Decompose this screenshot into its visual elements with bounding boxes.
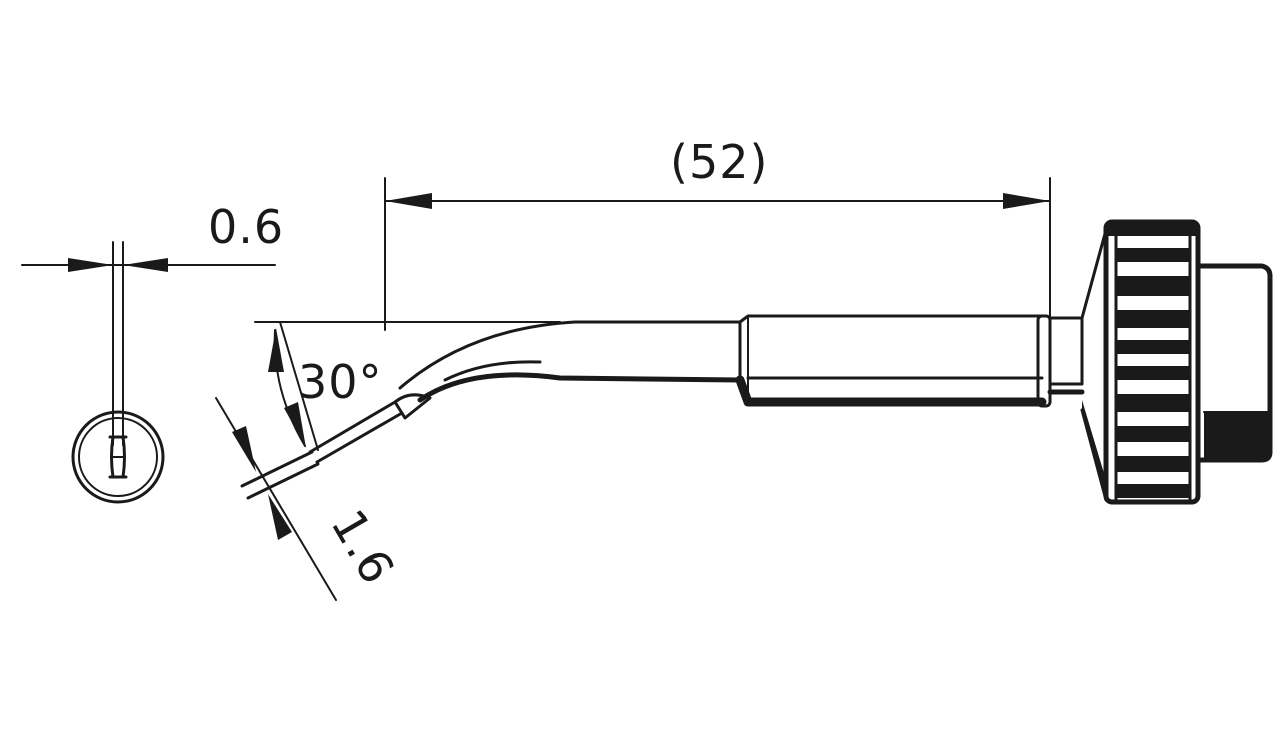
- tip-width-label: 0.6: [208, 200, 284, 254]
- thickness-dimension-line: [215, 397, 337, 601]
- front-view-inner-circle: [78, 417, 158, 497]
- angle-helper-line: [279, 321, 319, 451]
- tip-extension-upper: [240, 450, 314, 488]
- shaft-groove-ring: [1036, 314, 1052, 408]
- length-arrow-left: [385, 193, 432, 209]
- bend-angle-label: 30°: [298, 355, 383, 409]
- knurl-ridge: [1116, 276, 1190, 296]
- neck-inner-curve: [443, 360, 542, 382]
- knurl-ridge: [1116, 340, 1190, 354]
- tip-blade-shoulder: [393, 393, 432, 420]
- neck-lower-curve: [417, 372, 743, 403]
- rear-sleeve-shadow: [1204, 412, 1268, 458]
- collar-neck: [1048, 316, 1084, 386]
- shaft-bottom: [735, 375, 1047, 407]
- tip-blade-lower: [315, 411, 404, 464]
- angle-arrow-bottom: [284, 402, 306, 448]
- length-arrow-right: [1003, 193, 1050, 209]
- knurl-ridge: [1116, 456, 1190, 472]
- tip-front-view: [21, 241, 276, 504]
- tip-thickness-label: 1.6: [320, 501, 405, 594]
- tip-extension-lower: [246, 462, 320, 500]
- knurl-ridge: [1116, 426, 1190, 442]
- knurl-ridge: [1116, 366, 1190, 380]
- knurl-ridge: [1116, 394, 1190, 412]
- neck-upper-curve: [398, 320, 742, 390]
- width-arrow-right: [123, 258, 168, 272]
- front-view-blade: [108, 435, 128, 479]
- knurl-ridge: [1116, 310, 1190, 328]
- knurl-top-band: [1106, 222, 1198, 236]
- knurl-ridges: [1106, 222, 1198, 498]
- thickness-arrow-top: [232, 426, 256, 472]
- knurl-ridge: [1116, 484, 1190, 498]
- width-arrow-left: [68, 258, 113, 272]
- nut-flare-shadow: [1082, 400, 1106, 500]
- tip-side-view: [215, 177, 1273, 601]
- rear-sleeve: [1195, 263, 1273, 463]
- angle-arrow-top: [268, 328, 284, 372]
- front-view-outer-circle: [71, 410, 165, 504]
- thickness-arrow-bottom: [268, 494, 292, 540]
- overall-length-label: (52): [670, 135, 768, 189]
- nut-flare: [1080, 228, 1108, 502]
- tip-blade-upper: [308, 400, 397, 454]
- knurl-ridge: [1116, 248, 1190, 262]
- shaft-top: [738, 314, 1044, 324]
